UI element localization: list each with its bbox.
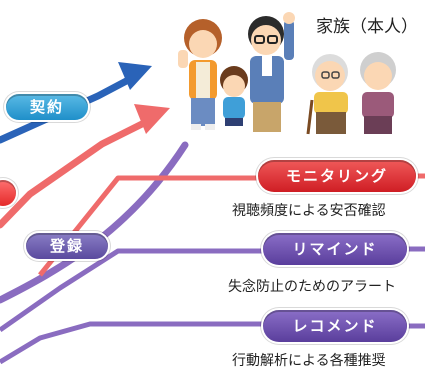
remind-badge: リマインド — [263, 233, 407, 265]
family-illustration — [178, 12, 396, 135]
purple-connector-remind — [0, 248, 263, 333]
red-arrow-head — [134, 104, 170, 134]
father-figure — [248, 12, 295, 132]
contract-badge: 契約 — [6, 94, 88, 120]
red-arrow-line — [0, 116, 154, 229]
monitoring-description: 視聴頻度による安否確認 — [232, 203, 386, 219]
grandfather-figure — [306, 54, 348, 135]
recommend-description: 行動解析による各種推奨 — [232, 353, 386, 369]
registration-badge: 登録 — [26, 233, 108, 259]
red-badge-partial — [0, 180, 16, 206]
grandmother-figure — [360, 52, 396, 134]
blue-arrow-head — [118, 62, 152, 90]
remind-description: 失念防止のためのアラート — [228, 279, 396, 295]
mother-figure — [178, 19, 222, 130]
purple-curve-line — [0, 141, 189, 304]
blue-arrow-line — [0, 74, 136, 144]
monitoring-badge: モニタリング — [258, 160, 416, 192]
purple-connector-recommend — [0, 321, 263, 365]
recommend-badge: レコメンド — [263, 310, 407, 342]
child-figure — [220, 66, 248, 131]
family-title: 家族（本人） — [316, 17, 418, 37]
